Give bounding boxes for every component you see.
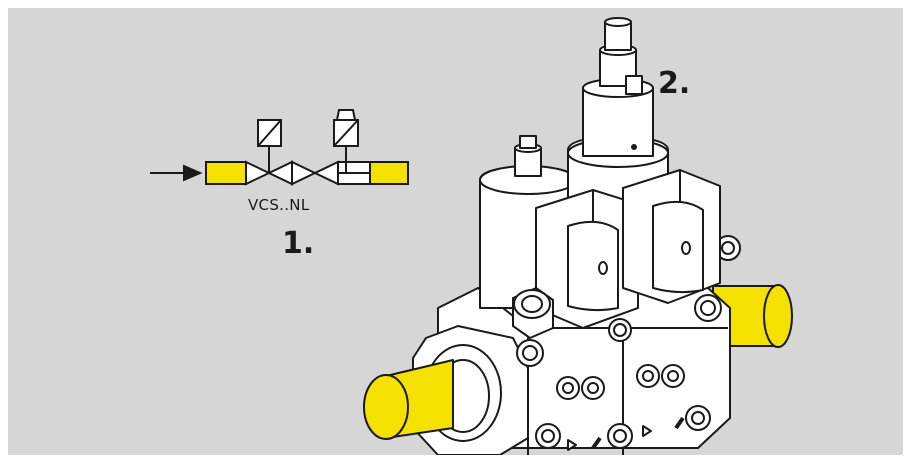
step-number-2: 2. bbox=[658, 66, 691, 101]
cable-gland bbox=[512, 287, 554, 339]
solenoid-valve-icon bbox=[333, 109, 359, 173]
outlet-pipe-symbol bbox=[369, 161, 409, 185]
actuator-housing bbox=[582, 87, 654, 157]
figure-drawing bbox=[150, 17, 793, 455]
valve-schematic bbox=[150, 109, 409, 186]
bolts bbox=[516, 235, 741, 449]
figure-canvas: VCS..NL 1. 2. bbox=[8, 8, 903, 455]
right-arrow-icon bbox=[150, 164, 203, 182]
double-solenoid-valve-icon bbox=[363, 17, 793, 455]
step-number-1: 1. bbox=[282, 226, 315, 261]
valve-2-symbol bbox=[291, 160, 339, 186]
inlet-pipe-symbol bbox=[205, 161, 247, 185]
schematic-model-label: VCS..NL bbox=[248, 196, 310, 214]
solenoid-valve-icon bbox=[257, 119, 282, 173]
